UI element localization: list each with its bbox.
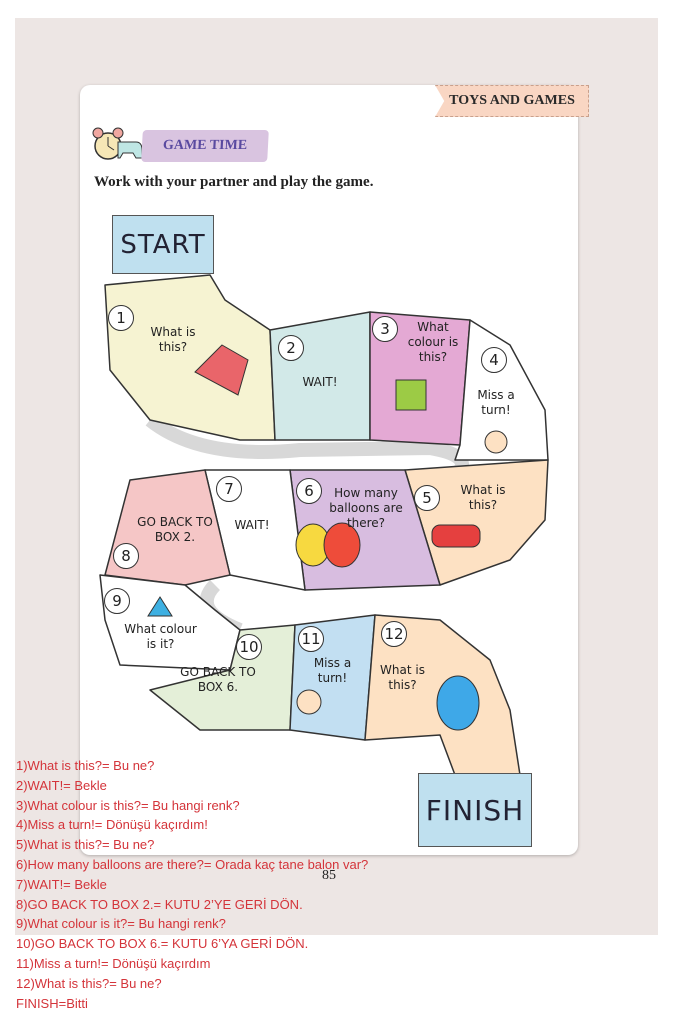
sad-face-icon	[296, 689, 322, 715]
cell-text: What colour is it?	[124, 622, 197, 651]
translation-line: 9)What colour is it?= Bu hangi renk?	[16, 916, 226, 932]
translation-line: 1)What is this?= Bu ne?	[16, 758, 155, 773]
cell-text: Miss a turn!	[313, 656, 352, 685]
blue-triangle-icon	[147, 596, 173, 617]
translation-line: 3)What colour is this?= Bu hangi renk?	[16, 797, 240, 813]
translation-line: 8)GO BACK TO BOX 2.= KUTU 2’YE GERİ DÖN.	[16, 896, 303, 912]
cell-number: 4	[481, 347, 507, 373]
green-square-icon	[395, 379, 427, 411]
cell-number: 10	[236, 634, 262, 660]
cell-text: How many balloons are there?	[329, 486, 403, 530]
translation-line: 2)WAIT!= Bekle	[16, 777, 107, 793]
blue-balloon-icon	[436, 675, 480, 731]
cell-text: Miss a turn!	[477, 388, 515, 417]
instruction-text: Work with your partner and play the game…	[94, 174, 374, 190]
cell-number: 9	[104, 588, 130, 614]
translation-line: 5)What is this?= Bu ne?	[16, 837, 155, 853]
cell-number: 11	[298, 626, 324, 652]
cell-number: 8	[113, 543, 139, 569]
translation-line: 12)What is this?= Bu ne?	[16, 975, 162, 991]
translation-line: 6)How many balloons are there?= Orada ka…	[16, 856, 369, 872]
translation-line: 10)GO BACK TO BOX 6.= KUTU 6’YA GERİ DÖN…	[16, 936, 309, 952]
translation-notes: 1)What is this?= Bu ne? 2)WAIT!= Bekle 3…	[16, 756, 368, 1013]
translation-line: 4)Miss a turn!= Dönüşü kaçırdım!	[16, 817, 208, 833]
toy-car-icon	[431, 524, 481, 548]
cell-text: What is this?	[460, 483, 506, 512]
sad-face-icon	[484, 430, 508, 454]
translation-line: 11)Miss a turn!= Dönüşü kaçırdım	[16, 955, 211, 971]
cell-number: 3	[372, 316, 398, 342]
cell-number: 2	[278, 335, 304, 361]
cell-number: 5	[414, 485, 440, 511]
cell-number: 6	[296, 478, 322, 504]
translation-line: FINISH=Bitti	[16, 995, 88, 1011]
page-number: 85	[322, 868, 336, 883]
red-balloon-icon	[323, 522, 361, 568]
kite-icon	[194, 344, 249, 396]
cell-text: WAIT!	[234, 518, 270, 532]
translation-line: 7)WAIT!= Bekle	[16, 876, 107, 892]
start-sign: START	[112, 215, 214, 274]
cell-text: WAIT!	[302, 375, 338, 389]
cell-number: 12	[381, 621, 407, 647]
cell-text: What colour is this?	[407, 320, 459, 364]
cell-text: GO BACK TO BOX 6.	[180, 665, 256, 694]
finish-sign: FINISH	[418, 773, 532, 847]
cell-text: GO BACK TO BOX 2.	[137, 515, 213, 544]
cell-number: 7	[216, 476, 242, 502]
cell-number: 1	[108, 305, 134, 331]
cell-text: What is this?	[380, 663, 425, 692]
cell-1	[104, 274, 276, 441]
cell-text: What is this?	[150, 325, 196, 354]
